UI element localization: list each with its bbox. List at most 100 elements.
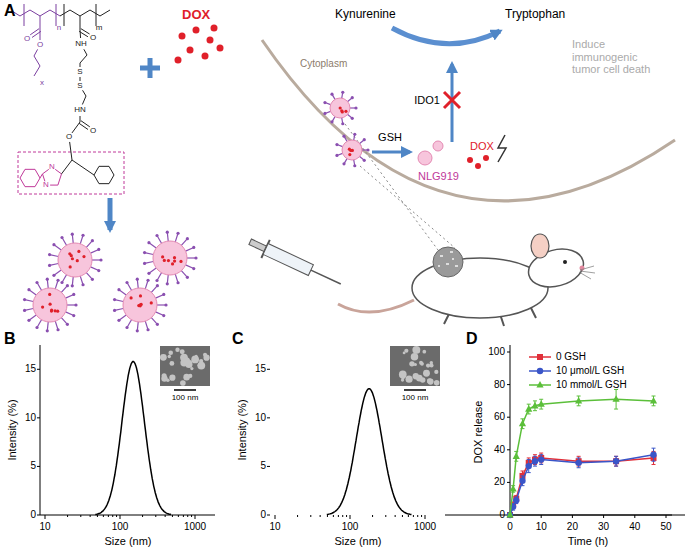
dox-dot <box>339 106 342 109</box>
panel-letter: B <box>4 330 16 348</box>
dox-molecule <box>179 33 186 40</box>
peg-end <box>164 303 167 306</box>
tem-particle <box>419 361 423 365</box>
tick <box>297 515 298 517</box>
trigger-label: GSH <box>378 131 402 144</box>
peg-end <box>176 281 179 284</box>
bond <box>80 30 82 38</box>
dox-dot <box>179 260 182 263</box>
triangle-marker <box>612 395 619 402</box>
atom-label: O <box>90 33 96 42</box>
peg-end <box>147 241 150 244</box>
peg-end <box>52 274 55 277</box>
bond <box>84 49 87 55</box>
peg-end <box>66 323 69 326</box>
square-marker <box>537 354 543 360</box>
bond <box>100 10 110 16</box>
repeat-bracket <box>64 4 65 26</box>
legend-sample <box>528 350 552 364</box>
tem-particle <box>168 350 173 355</box>
peg-end <box>136 278 139 281</box>
triangle-marker <box>650 397 657 404</box>
tick <box>108 515 109 517</box>
peg-end <box>72 293 75 296</box>
tick-label: 10 <box>25 412 36 424</box>
peg-end <box>342 135 345 138</box>
tick-label: 15 <box>255 364 266 376</box>
tick <box>275 515 276 519</box>
peg-end <box>353 133 356 136</box>
dox-dot <box>351 149 354 152</box>
atom-label: O <box>90 126 96 135</box>
peg-end <box>117 288 120 291</box>
bond <box>50 185 58 186</box>
triangle-marker <box>506 511 513 518</box>
peg-end <box>186 237 189 240</box>
tem-particle <box>414 363 417 366</box>
scale-bar <box>404 389 426 391</box>
micelle <box>23 278 78 333</box>
tick <box>90 515 91 517</box>
dox-molecule <box>187 47 194 54</box>
tick <box>112 515 113 517</box>
bond <box>81 121 90 127</box>
tick-label: 0 <box>499 509 505 521</box>
tick-label: 10 <box>269 521 280 533</box>
peg-end <box>330 120 333 123</box>
dox-molecule <box>207 37 214 44</box>
atom-label: x <box>40 78 44 87</box>
tick <box>572 515 573 518</box>
peg-end <box>166 282 169 285</box>
tem-particle <box>423 370 430 377</box>
bond <box>42 174 44 181</box>
bond <box>40 174 42 178</box>
tick <box>267 466 270 467</box>
peg-end <box>56 328 59 331</box>
peg-end <box>27 288 30 291</box>
tick <box>333 515 334 517</box>
bond <box>109 175 114 184</box>
bond <box>80 10 90 16</box>
atom-label: O <box>37 40 43 49</box>
peg-end <box>97 248 100 251</box>
bond <box>82 96 86 104</box>
peg-end <box>143 262 146 265</box>
peg-end <box>81 234 84 237</box>
effect-note: Induce immunogenic tumor cell death <box>572 38 668 76</box>
tick-label: 30 <box>598 521 609 533</box>
metabolite-label: Tryptophan <box>505 8 565 22</box>
bond <box>83 90 86 96</box>
dox-molecule <box>467 157 473 163</box>
tick-label: 5 <box>30 461 36 473</box>
mouse-body <box>412 258 548 318</box>
tumor-texture <box>438 252 458 266</box>
panel-letter: A <box>4 2 16 20</box>
tick-label: 50 <box>660 521 671 533</box>
tem-particle <box>195 355 198 358</box>
tem-particle <box>401 375 405 379</box>
circle-marker <box>507 512 513 518</box>
dox-dot <box>76 259 79 262</box>
micelle-core <box>33 288 67 322</box>
tick-label: 0 <box>507 521 513 533</box>
tick <box>187 515 188 517</box>
peg-end <box>125 281 128 284</box>
scale-bar <box>174 389 196 391</box>
tem-particle <box>175 348 179 352</box>
tem-particle <box>404 349 408 353</box>
tick-label: 10 <box>536 521 547 533</box>
peg-end <box>342 162 345 165</box>
peg-end <box>46 329 49 332</box>
peg-end <box>147 272 150 275</box>
peg-end <box>335 143 338 146</box>
panel-letter: C <box>232 330 244 348</box>
tick <box>421 515 422 517</box>
tick <box>267 515 270 516</box>
tick <box>408 515 409 517</box>
mouse-eye <box>563 260 567 264</box>
tick <box>97 515 98 517</box>
dox-molecule <box>217 45 224 52</box>
tick <box>338 515 339 517</box>
